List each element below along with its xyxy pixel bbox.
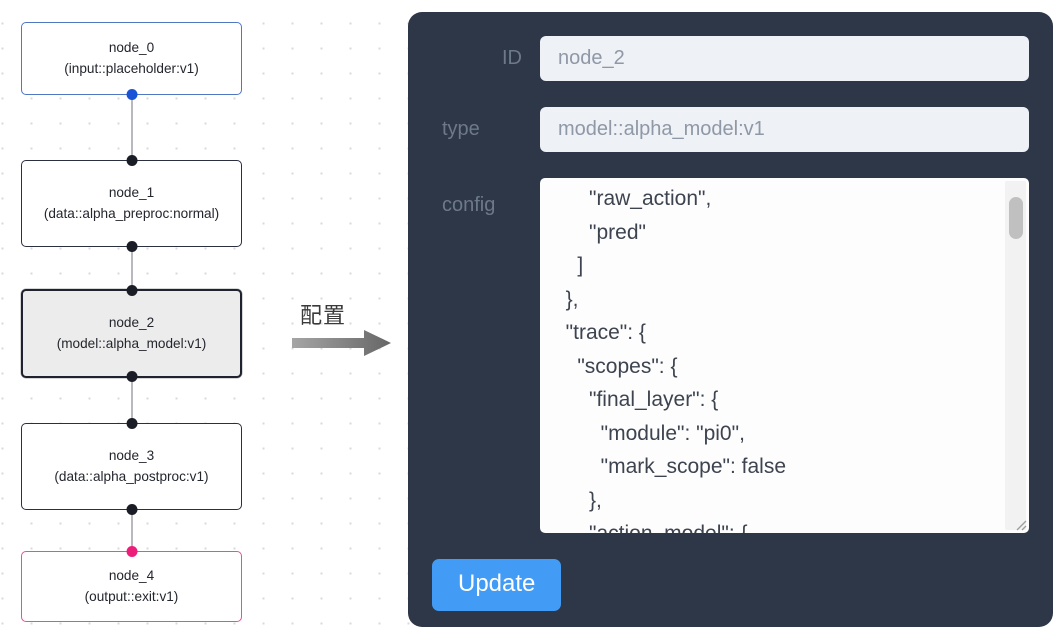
node-handle-source[interactable]	[126, 89, 137, 100]
flow-node-subtitle: (output::exit:v1)	[84, 588, 179, 604]
scrollbar-thumb[interactable]	[1009, 197, 1023, 239]
flow-node-subtitle: (input::placeholder:v1)	[64, 60, 199, 76]
config-textarea-wrapper: "raw_action", "pred" ] }, "trace": { "sc…	[540, 178, 1029, 533]
resize-handle-icon[interactable]	[1011, 515, 1027, 531]
flow-node-subtitle: (model::alpha_model:v1)	[56, 335, 207, 351]
edge-node0-node1	[131, 90, 133, 165]
field-row-config: config "raw_action", "pred" ] }, "trace"…	[432, 178, 1029, 533]
node-handle-target[interactable]	[126, 418, 137, 429]
flow-node-node_2[interactable]: node_2 (model::alpha_model:v1)	[21, 285, 242, 382]
node-config-panel: ID type config "raw_action", "pred" ] },…	[408, 12, 1053, 627]
node-handle-source[interactable]	[126, 371, 137, 382]
arrow-right-icon	[292, 330, 391, 356]
flow-node-node_0[interactable]: node_0 (input::placeholder:v1)	[21, 22, 242, 100]
update-button[interactable]: Update	[432, 559, 562, 611]
arrow-label: 配置	[300, 304, 347, 329]
flow-node-node_3[interactable]: node_3 (data::alpha_postproc:v1)	[21, 418, 242, 515]
edge-node1-node2	[131, 242, 133, 294]
flow-node-title: node_1	[108, 185, 155, 201]
flow-node-title: node_4	[108, 568, 155, 584]
node-handle-target[interactable]	[126, 546, 137, 557]
type-label: type	[442, 118, 480, 140]
id-input[interactable]	[540, 36, 1029, 81]
type-input[interactable]	[540, 107, 1029, 152]
transition-annotation: 配置	[292, 298, 398, 358]
node-handle-target[interactable]	[126, 155, 137, 166]
flow-node-subtitle: (data::alpha_preproc:normal)	[43, 205, 220, 221]
config-label: config	[442, 194, 496, 216]
canvas-bottom-edge	[0, 627, 1062, 643]
node-handle-source[interactable]	[126, 241, 137, 252]
flow-node-node_1[interactable]: node_1 (data::alpha_preproc:normal)	[21, 155, 242, 252]
flow-node-title: node_2	[108, 315, 155, 331]
config-textarea[interactable]: "raw_action", "pred" ] }, "trace": { "sc…	[540, 178, 1029, 533]
flow-node-title: node_0	[108, 40, 155, 56]
flow-node-title: node_3	[108, 448, 155, 464]
field-row-id: ID	[432, 36, 1029, 81]
edge-node2-node3	[131, 373, 133, 428]
node-handle-target[interactable]	[126, 285, 137, 296]
flow-canvas[interactable]: node_0 (input::placeholder:v1) node_1 (d…	[0, 0, 400, 643]
node-handle-source[interactable]	[126, 504, 137, 515]
id-label: ID	[502, 47, 522, 69]
textarea-scrollbar[interactable]	[1005, 181, 1026, 530]
flow-node-node_4[interactable]: node_4 (output::exit:v1)	[21, 546, 242, 622]
edge-node3-node4	[131, 505, 133, 556]
field-row-type: type	[432, 107, 1029, 152]
flow-node-subtitle: (data::alpha_postproc:v1)	[54, 468, 209, 484]
